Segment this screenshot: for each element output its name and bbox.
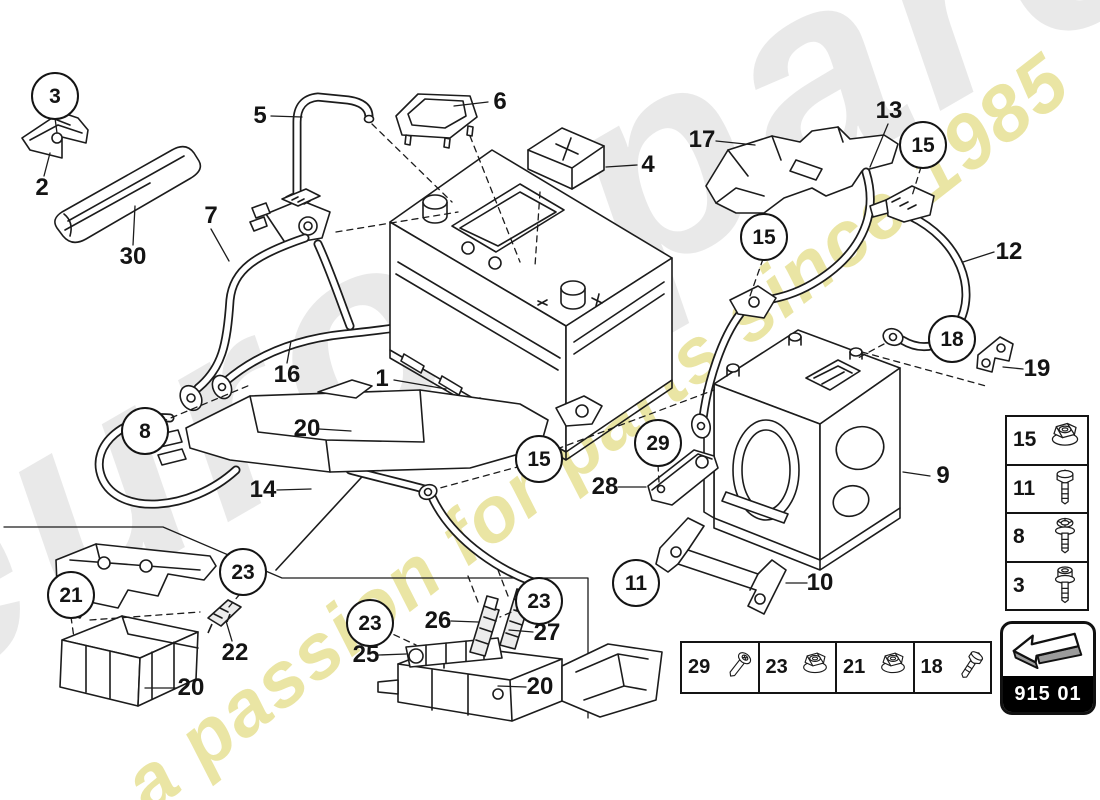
part-22-fuse bbox=[207, 599, 242, 634]
page-code: 915 01 bbox=[1003, 676, 1093, 712]
flange-nut-icon bbox=[798, 647, 832, 689]
callout-5[interactable]: 5 bbox=[253, 102, 267, 129]
battery-terminal-clamp bbox=[249, 188, 331, 245]
callout-13[interactable]: 13 bbox=[875, 97, 903, 124]
fastener-legend-bottom: 29 23 21 18 bbox=[680, 641, 992, 694]
callout-23-c[interactable]: 23 bbox=[515, 577, 563, 625]
callout-9[interactable]: 9 bbox=[936, 462, 950, 489]
callout-23-b[interactable]: 23 bbox=[346, 599, 394, 647]
callout-17[interactable]: 17 bbox=[688, 126, 716, 153]
legend-cell-21-ref: 21 bbox=[843, 656, 866, 678]
legend-row-11-ref: 11 bbox=[1013, 476, 1036, 500]
part-19-bracket bbox=[976, 336, 1014, 373]
callout-20-c[interactable]: 20 bbox=[177, 674, 205, 701]
callout-19[interactable]: 19 bbox=[1023, 355, 1051, 382]
part-9-battery-tray bbox=[703, 329, 901, 571]
callout-12[interactable]: 12 bbox=[995, 238, 1023, 265]
callout-23-a-label: 23 bbox=[231, 560, 255, 584]
callout-3-label: 3 bbox=[49, 84, 61, 108]
callout-15-b[interactable]: 15 bbox=[740, 213, 788, 261]
hex-bolt-icon bbox=[1046, 467, 1084, 511]
part-30-terminal-sleeve bbox=[54, 145, 202, 244]
fastener-legend-right: 15 11 8 3 bbox=[1005, 415, 1089, 611]
legend-row-8[interactable]: 8 bbox=[1007, 514, 1087, 563]
part-21-bracket bbox=[55, 543, 217, 619]
callout-18[interactable]: 18 bbox=[928, 315, 976, 363]
legend-row-3-ref: 3 bbox=[1013, 573, 1025, 597]
callout-1[interactable]: 1 bbox=[375, 365, 389, 392]
part-28-spacer-bar bbox=[647, 449, 719, 506]
callout-28[interactable]: 28 bbox=[591, 473, 619, 500]
part-6-cover bbox=[395, 93, 478, 149]
callout-14[interactable]: 14 bbox=[249, 476, 277, 503]
part-10-battery-strap bbox=[655, 517, 787, 615]
legend-cell-21[interactable]: 21 bbox=[837, 643, 915, 692]
callout-7[interactable]: 7 bbox=[204, 202, 218, 229]
callout-22[interactable]: 22 bbox=[221, 639, 249, 666]
callout-11-label: 11 bbox=[624, 571, 648, 595]
legend-row-15[interactable]: 15 bbox=[1007, 417, 1087, 466]
legend-cell-18-ref: 18 bbox=[920, 656, 943, 678]
part-5-vent-tube bbox=[292, 92, 375, 229]
callout-26[interactable]: 26 bbox=[424, 607, 452, 634]
legend-row-15-ref: 15 bbox=[1013, 428, 1037, 452]
direction-arrow-icon bbox=[1003, 624, 1093, 676]
callout-29[interactable]: 29 bbox=[634, 419, 682, 467]
callout-15-c[interactable]: 15 bbox=[515, 435, 563, 483]
page-code-badge[interactable]: 915 01 bbox=[1000, 621, 1096, 715]
callout-3[interactable]: 3 bbox=[31, 72, 79, 120]
callout-4[interactable]: 4 bbox=[641, 151, 655, 178]
leader-lines bbox=[43, 101, 1024, 689]
callout-2[interactable]: 2 bbox=[35, 174, 49, 201]
flange-nut-icon bbox=[876, 647, 910, 689]
callout-23-a[interactable]: 23 bbox=[219, 548, 267, 596]
callout-29-label: 29 bbox=[646, 431, 670, 455]
flange-nut-icon bbox=[1046, 418, 1084, 462]
legend-row-3[interactable]: 3 bbox=[1007, 563, 1087, 610]
legend-cell-18[interactable]: 18 bbox=[915, 643, 991, 692]
callout-8[interactable]: 8 bbox=[121, 407, 169, 455]
part-4-terminal-cover bbox=[527, 127, 605, 190]
legend-cell-23[interactable]: 23 bbox=[760, 643, 837, 692]
callout-23-b-label: 23 bbox=[358, 611, 382, 635]
callout-10[interactable]: 10 bbox=[806, 569, 834, 596]
callout-30[interactable]: 30 bbox=[119, 243, 147, 270]
callout-18-label: 18 bbox=[940, 327, 964, 351]
callout-8-label: 8 bbox=[139, 419, 151, 443]
socket-bolt-icon bbox=[1046, 564, 1084, 608]
cable-13 bbox=[690, 167, 875, 439]
legend-row-8-ref: 8 bbox=[1013, 525, 1025, 549]
hex-bolt-angled-icon bbox=[953, 647, 987, 689]
torx-bolt-icon bbox=[1046, 515, 1084, 559]
callout-6[interactable]: 6 bbox=[493, 88, 507, 115]
legend-cell-23-ref: 23 bbox=[765, 656, 788, 678]
callout-16[interactable]: 16 bbox=[273, 361, 301, 388]
callout-15-c-label: 15 bbox=[527, 447, 551, 471]
part-1-battery bbox=[389, 149, 673, 461]
cable-16 bbox=[211, 321, 411, 400]
callout-11[interactable]: 11 bbox=[612, 559, 660, 607]
pan-screw-icon bbox=[721, 647, 755, 689]
part-26-fuse bbox=[469, 595, 500, 657]
callout-15-a-label: 15 bbox=[911, 133, 935, 157]
callout-15-b-label: 15 bbox=[752, 225, 776, 249]
callout-23-c-label: 23 bbox=[527, 589, 551, 613]
legend-row-11[interactable]: 11 bbox=[1007, 466, 1087, 514]
legend-cell-29-ref: 29 bbox=[688, 656, 711, 678]
callout-20-b[interactable]: 20 bbox=[526, 673, 554, 700]
cable-7 bbox=[179, 233, 310, 412]
cable-behind-battery bbox=[313, 239, 355, 331]
legend-cell-29[interactable]: 29 bbox=[682, 643, 760, 692]
callout-21-label: 21 bbox=[59, 583, 83, 607]
callout-20-a[interactable]: 20 bbox=[293, 415, 321, 442]
callout-21[interactable]: 21 bbox=[47, 571, 95, 619]
callout-15-a[interactable]: 15 bbox=[899, 121, 947, 169]
